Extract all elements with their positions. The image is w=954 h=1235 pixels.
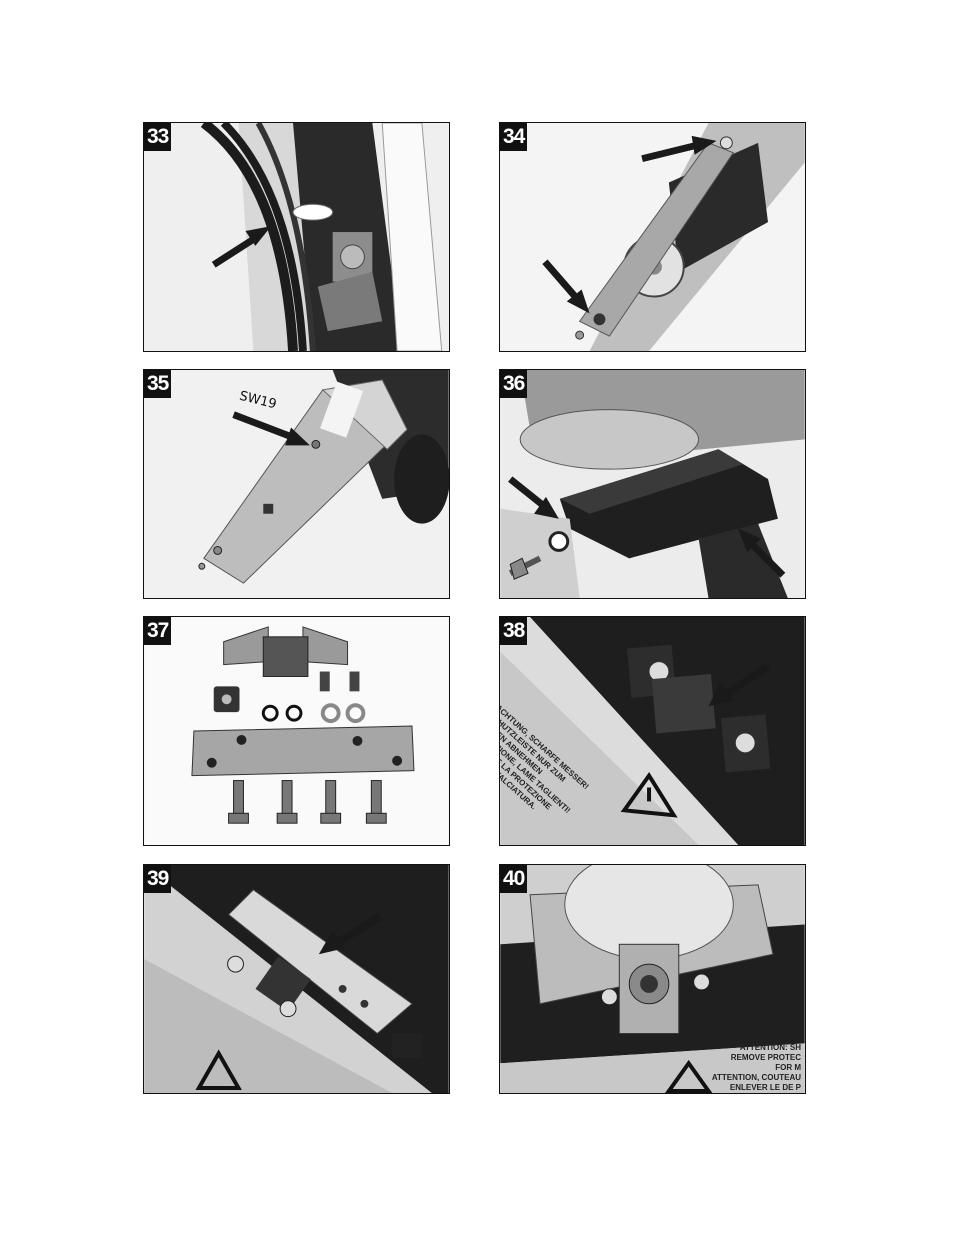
warning-line: ATTENTION: SH [739, 1043, 801, 1052]
figure-number: 38 [500, 617, 528, 645]
figure-40: 40 ATTENTION: SH REMOVE PROTEC FOR M ATT… [499, 864, 806, 1094]
figure-36: 36 [499, 369, 806, 599]
warning-line: FOR M [775, 1063, 801, 1072]
photo-engine-cover [500, 370, 805, 598]
figure-39: 39 [143, 864, 450, 1094]
photo-guard-bar-fitted [144, 865, 449, 1093]
figure-number: 36 [500, 370, 528, 398]
photo-hardware-kit [144, 617, 449, 845]
photo-cutter-bar-guard [500, 617, 805, 845]
warning-line: ATTENTION, COUTEAU [711, 1073, 801, 1082]
figure-number: 33 [144, 123, 172, 151]
photo-cable-routing [144, 123, 449, 351]
figure-number: 39 [144, 865, 172, 893]
figure-number: 37 [144, 617, 172, 645]
photo-pulley-bracket [500, 123, 805, 351]
figure-number: 40 [500, 865, 528, 893]
figure-35: 35 SW19 [143, 369, 450, 599]
figure-number: 34 [500, 123, 528, 151]
photo-guard-plate [144, 370, 449, 598]
figure-33: 33 [143, 122, 450, 352]
figure-number: 35 [144, 370, 172, 398]
figure-38: 38 ACHTUNG, SCHARFE MESSER! SCHUTZLEISTE… [499, 616, 806, 846]
warning-line: ENLEVER LE DE P [729, 1083, 801, 1092]
warning-line: REMOVE PROTEC [730, 1053, 801, 1062]
photo-drive-coupling [500, 865, 805, 1093]
figure-37: 37 [143, 616, 450, 846]
warning-sticker-text: ATTENTION: SH REMOVE PROTEC FOR M ATTENT… [712, 1043, 801, 1093]
figure-34: 34 [499, 122, 806, 352]
